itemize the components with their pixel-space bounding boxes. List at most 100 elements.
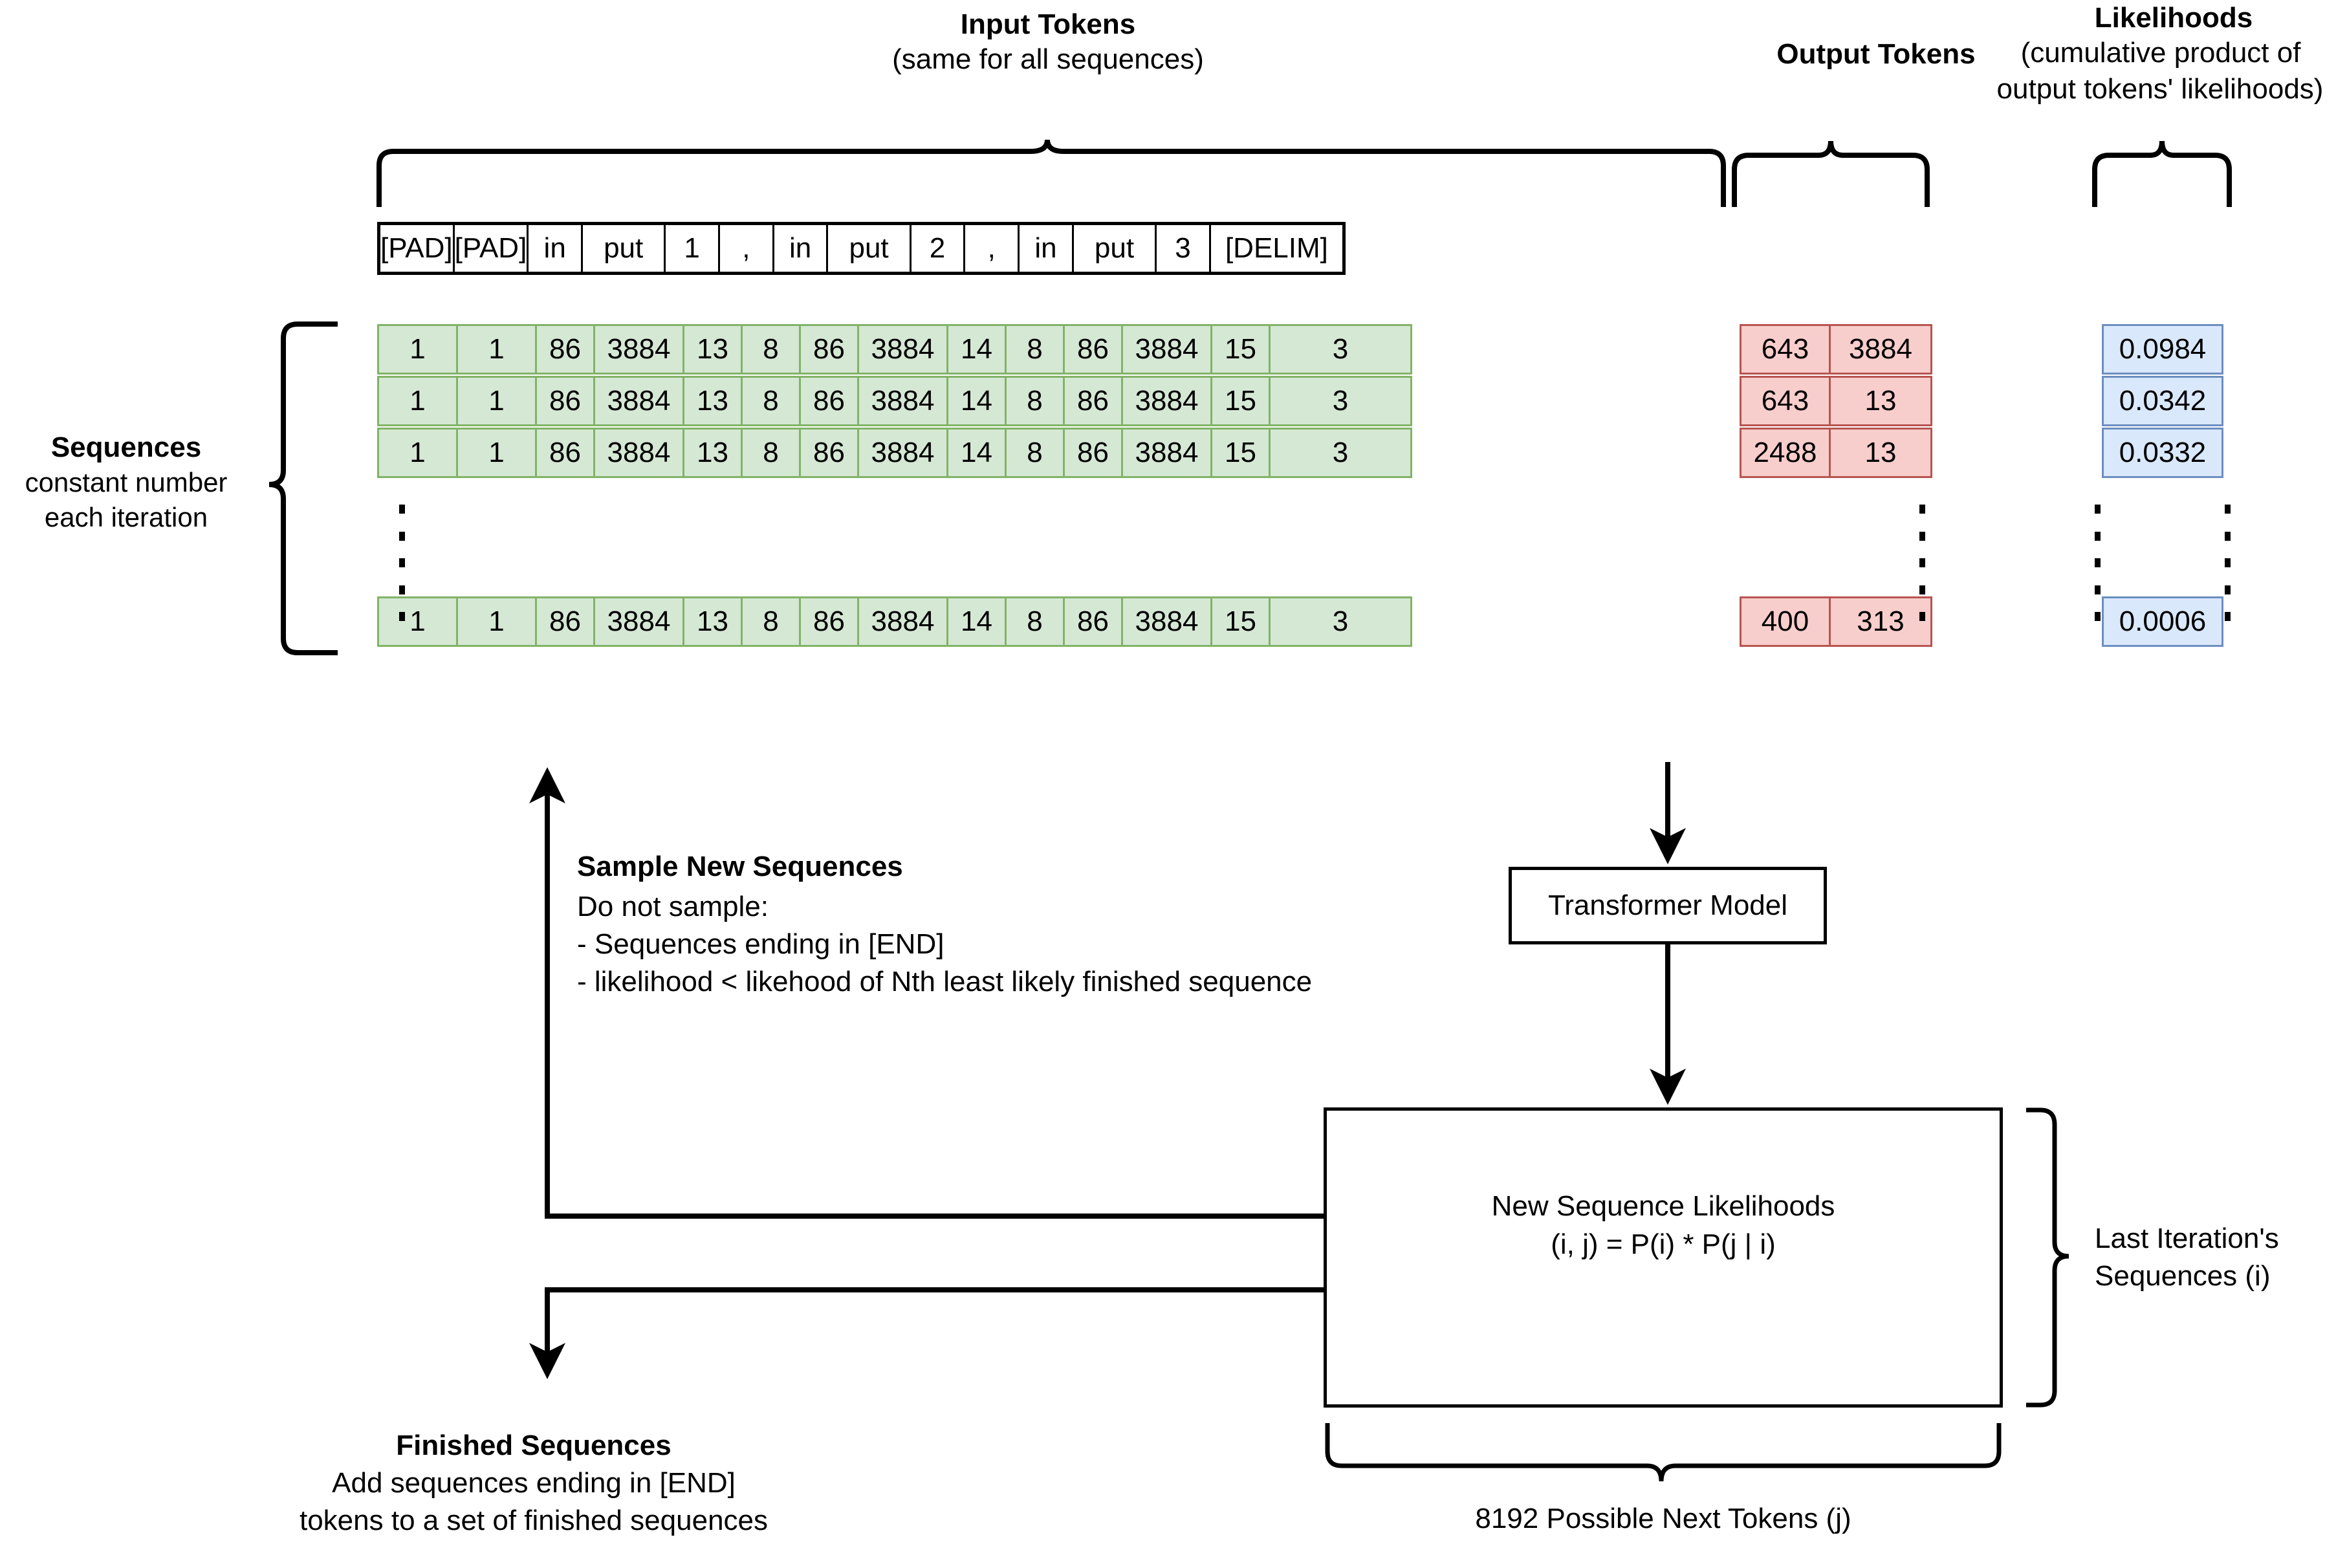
- wire-finished-sequences: [529, 1287, 1324, 1379]
- transformer-model-label: Transformer Model: [1547, 889, 1788, 922]
- sequence-input-cell: 86: [535, 324, 595, 375]
- sequence-input-cell: 86: [1063, 428, 1123, 478]
- likelihoods-title: Likelihoods: [2094, 2, 2253, 34]
- sample-block-line2: - Sequences ending in [END]: [577, 928, 944, 960]
- sequence-input-cell: 86: [799, 596, 859, 647]
- sequence-input-cell: 86: [1063, 376, 1123, 426]
- sequence-input-cell: 86: [799, 376, 859, 426]
- sequence-input-cell: 3884: [593, 596, 684, 647]
- sequence-input-cell: 1: [377, 376, 458, 426]
- finished-block-line1: Add sequences ending in [END]: [332, 1467, 736, 1499]
- last-iteration-brace: [2013, 1107, 2084, 1408]
- input-token-cell: 3: [1157, 225, 1211, 272]
- sequence-input-cell: 3884: [857, 376, 948, 426]
- sequence-input-cell: 3884: [857, 596, 948, 647]
- finished-block-title: Finished Sequences: [396, 1430, 671, 1461]
- sequence-likelihood-cell: 0.0984: [2102, 324, 2223, 375]
- sample-block-line3: - likelihood < likehood of Nth least lik…: [577, 966, 1313, 997]
- output-tokens-brace: [1730, 137, 1931, 208]
- sequence-input-cell: 14: [946, 376, 1007, 426]
- sequence-input-cell: 15: [1210, 376, 1271, 426]
- sequence-input-cell: 13: [682, 596, 743, 647]
- input-token-cell: ,: [965, 225, 1020, 272]
- sequence-input-cell: 3: [1269, 596, 1412, 647]
- sequence-input-cell: 8: [741, 428, 801, 478]
- output-tokens-title: Output Tokens: [1776, 38, 1976, 70]
- last-iteration-line1: Last Iteration's: [2095, 1223, 2279, 1254]
- sequence-input-cell: 3884: [857, 428, 948, 478]
- sequence-output-cell: 13: [1829, 376, 1932, 426]
- sequence-input-cell: 86: [1063, 324, 1123, 375]
- sequence-input-cell: 13: [682, 376, 743, 426]
- sequence-likelihood-cell: 0.0342: [2102, 376, 2223, 426]
- sequence-input-cell: 8: [741, 596, 801, 647]
- input-token-cell: [DELIM]: [1210, 225, 1342, 272]
- sequence-input-cell: 3884: [1121, 324, 1212, 375]
- ellipsis-dots-output: [1918, 505, 1926, 621]
- sequence-input-cell: 13: [682, 428, 743, 478]
- sequence-input-cell: 1: [377, 324, 458, 375]
- new-sequence-likelihoods-box[interactable]: New Sequence Likelihoods (i, j) = P(i) *…: [1324, 1107, 2003, 1408]
- finished-block-line2: tokens to a set of finished sequences: [299, 1505, 769, 1536]
- sequence-input-cell: 14: [946, 596, 1007, 647]
- sequence-input-cell: 86: [535, 428, 595, 478]
- sequence-input-cell: 86: [799, 428, 859, 478]
- sample-block-title: Sample New Sequences: [577, 851, 903, 882]
- input-token-cell: [PAD]: [454, 225, 529, 272]
- sequence-output-cell: 3884: [1829, 324, 1932, 375]
- transformer-model-box[interactable]: Transformer Model: [1509, 867, 1827, 944]
- sequence-input-cell: 1: [456, 596, 537, 647]
- sequence-input-cell: 3: [1269, 324, 1412, 375]
- sequence-input-cell: 3884: [1121, 428, 1212, 478]
- sequence-input-cell: 86: [535, 376, 595, 426]
- sequence-input-cell: 14: [946, 428, 1007, 478]
- sequence-output-cell: 13: [1829, 428, 1932, 478]
- sequence-input-cell: 8: [741, 376, 801, 426]
- sequences-label-line1: constant number: [25, 467, 228, 497]
- input-token-cell: [PAD]: [380, 225, 455, 272]
- sequence-input-cell: 1: [456, 324, 537, 375]
- sequence-input-cell: 8: [741, 324, 801, 375]
- next-tokens-brace: [1324, 1421, 2003, 1492]
- sequences-label-title: Sequences: [50, 431, 202, 463]
- likelihoods-subtitle-2: output tokens' likelihoods): [1996, 73, 2324, 105]
- ellipsis-dots-likelihood-left: [2093, 505, 2101, 621]
- input-token-cell: in: [529, 225, 584, 272]
- input-token-cell: 1: [666, 225, 720, 272]
- sequence-input-cell: 15: [1210, 428, 1271, 478]
- sequence-input-cell: 3884: [857, 324, 948, 375]
- new-sequence-likelihoods-line2: (i, j) = P(i) * P(j | i): [1551, 1228, 1776, 1261]
- sequence-input-cell: 8: [1005, 428, 1065, 478]
- sequence-input-cell: 15: [1210, 596, 1271, 647]
- input-token-cell: 2: [911, 225, 966, 272]
- sequence-input-cell: 3884: [1121, 376, 1212, 426]
- sequence-input-cell: 3: [1269, 376, 1412, 426]
- sequence-input-cell: 8: [1005, 596, 1065, 647]
- sequence-output-cell: 643: [1740, 376, 1831, 426]
- sequence-input-cell: 1: [456, 428, 537, 478]
- bottom-next-tokens-label: 8192 Possible Next Tokens (j): [1475, 1503, 1851, 1534]
- sequence-output-cell: 313: [1829, 596, 1932, 647]
- input-token-cell: put: [1073, 225, 1157, 272]
- input-tokens-brace: [375, 137, 1727, 208]
- sequence-input-cell: 3884: [1121, 596, 1212, 647]
- sequence-input-cell: 1: [377, 596, 458, 647]
- input-token-cell: in: [1020, 225, 1074, 272]
- input-token-cell: put: [828, 225, 912, 272]
- sequence-input-cell: 86: [535, 596, 595, 647]
- last-iteration-line2: Sequences (i): [2095, 1260, 2271, 1292]
- ellipsis-dots-input: [398, 505, 406, 621]
- sequences-brace: [265, 320, 343, 657]
- ellipsis-dots-likelihood-right: [2223, 505, 2231, 621]
- sample-block-line1: Do not sample:: [577, 891, 769, 922]
- sequence-input-cell: 3884: [593, 428, 684, 478]
- likelihoods-brace: [2091, 137, 2233, 208]
- sequence-likelihood-cell: 0.0006: [2102, 596, 2223, 647]
